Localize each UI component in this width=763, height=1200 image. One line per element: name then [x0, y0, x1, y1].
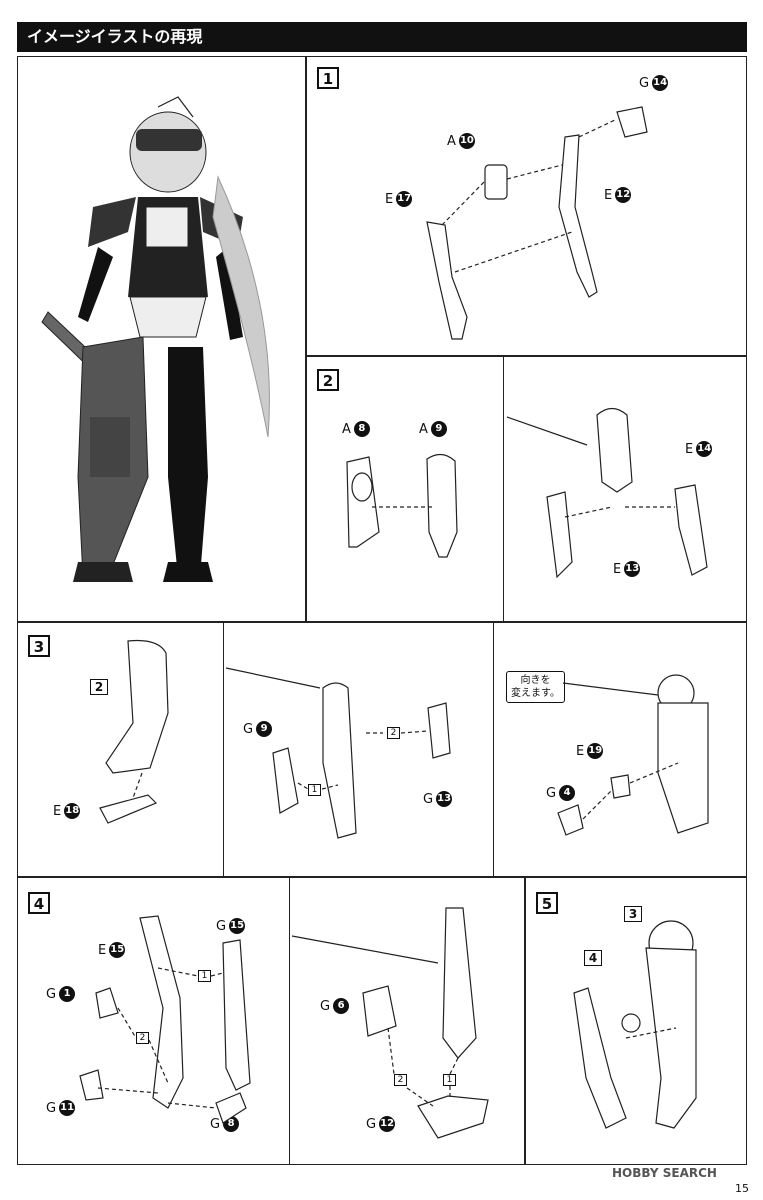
step-divider: [493, 623, 494, 876]
order-badge: 2: [394, 1074, 407, 1086]
section-title: イメージイラストの再現: [27, 27, 203, 46]
illustration-panel: [17, 56, 306, 622]
ref-step-badge: 3: [624, 906, 642, 922]
step-number: 5: [536, 892, 558, 914]
section-title-bar: イメージイラストの再現: [17, 22, 747, 52]
step-divider: [223, 623, 224, 876]
step-4-diagram: [79, 907, 489, 1139]
ref-step-badge: 2: [90, 679, 108, 695]
order-badge: 2: [136, 1032, 149, 1044]
order-badge: 1: [198, 970, 211, 982]
step-5-diagram: [573, 920, 697, 1129]
step-divider: [289, 878, 290, 1164]
page-number: 15: [735, 1182, 749, 1195]
step-number: 2: [317, 369, 339, 391]
step-number: 1: [317, 67, 339, 89]
step-2-diagram: [346, 407, 708, 579]
watermark-logo: HOBBY SEARCH: [612, 1166, 717, 1180]
figure-illustration: [41, 96, 270, 582]
step-number: 3: [28, 635, 50, 657]
order-badge: 2: [387, 727, 400, 739]
order-badge: 1: [443, 1074, 456, 1086]
callout-note: 向きを 変えます。: [506, 671, 565, 703]
ref-step-badge: 4: [584, 950, 602, 966]
order-badge: 1: [308, 784, 321, 796]
step-1-diagram: [426, 106, 648, 340]
step-5-panel: 5 3 4: [525, 877, 747, 1165]
step-divider: [503, 357, 504, 621]
step-3-diagram: [99, 639, 709, 839]
step-number: 4: [28, 892, 50, 914]
